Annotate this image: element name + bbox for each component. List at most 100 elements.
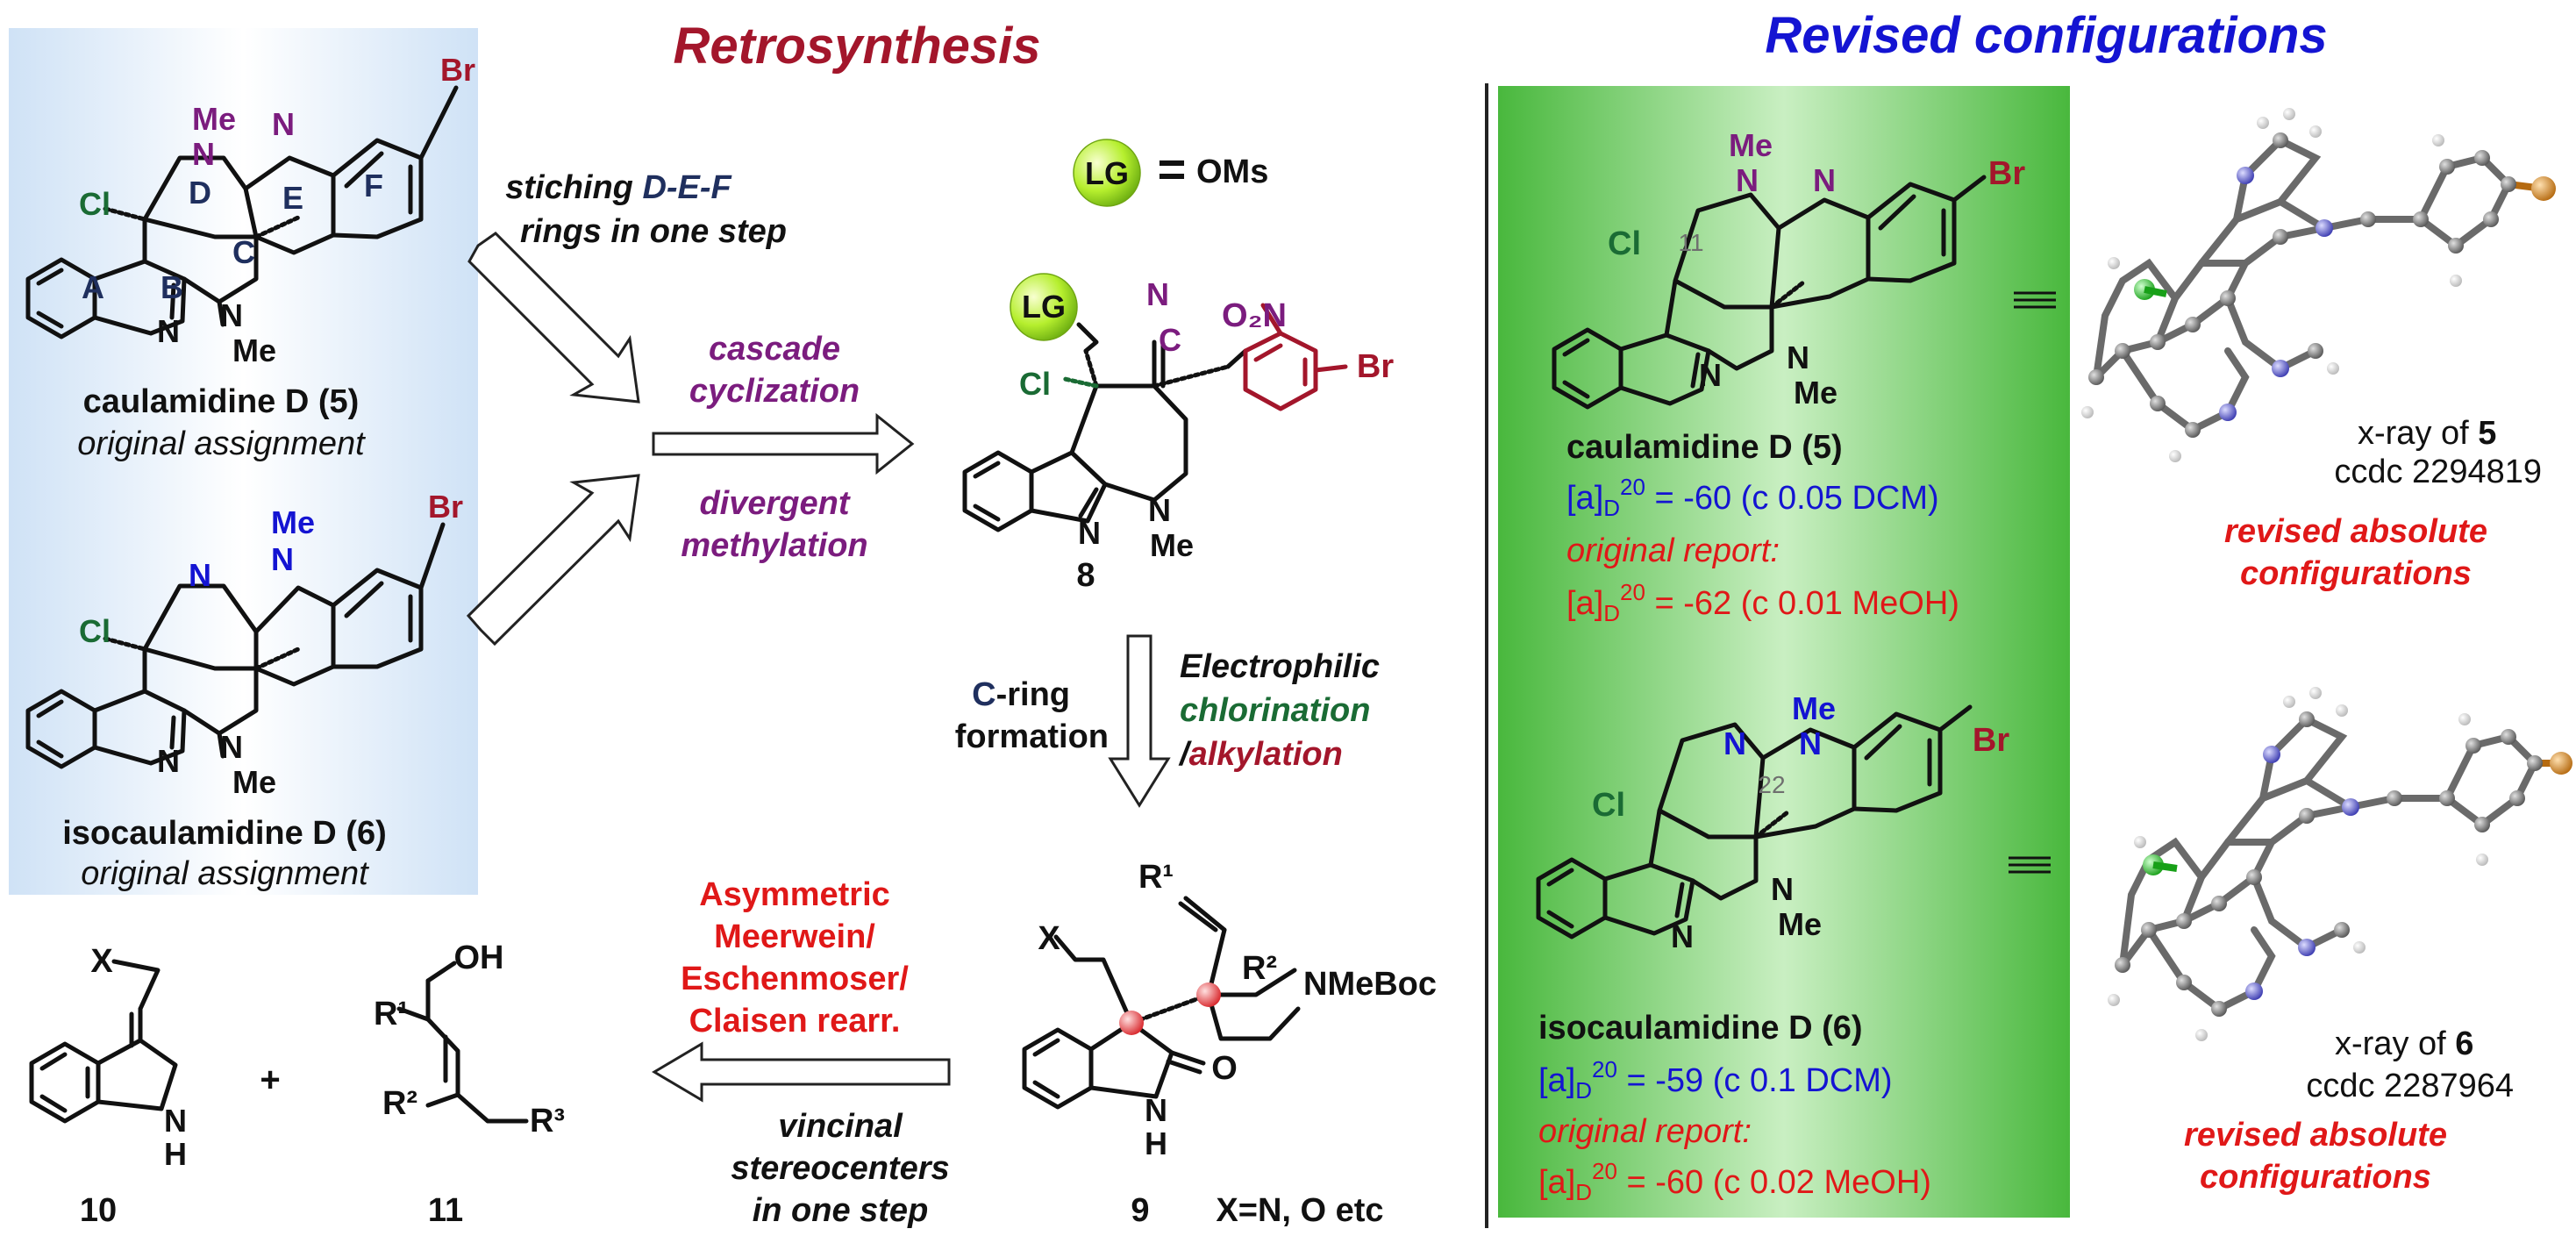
stereocenter-ball [1196, 982, 1221, 1007]
me-label: Me [192, 101, 236, 137]
isocaulamidine-6-revised-structure [1536, 704, 1973, 940]
atom [2220, 290, 2236, 306]
atom [2309, 125, 2322, 138]
caulamidine-5-revised-name: caulamidine D (5) [1566, 429, 1843, 466]
arrow-down [1108, 634, 1171, 808]
arrow-down-right [467, 232, 640, 404]
br-label: Br [440, 52, 475, 88]
atom [2439, 790, 2455, 806]
atom [2263, 746, 2280, 763]
atom [2176, 913, 2192, 929]
stitching-text-line1: stiching D-E-F [505, 169, 732, 206]
x-label: X [1038, 920, 1060, 957]
n-label: N [220, 729, 243, 765]
atom [2195, 1029, 2208, 1041]
lg-equals: = [1158, 141, 1187, 196]
atom [2176, 975, 2192, 990]
br-label: Br [1973, 722, 2009, 759]
atom [2308, 343, 2323, 359]
n-label: N [164, 1103, 187, 1139]
caulamidine-5-rotation: [a]D20 = -60 (c 0.05 DCM) [1566, 474, 1939, 521]
lg-ball [1073, 139, 1141, 207]
isocaulamidine-6-original-report-label: original report: [1538, 1113, 1752, 1150]
atom [2501, 729, 2516, 745]
lg-oms: OMs [1196, 154, 1268, 190]
caulamidine-5-original-report-value: [a]D20 = -62 (c 0.01 MeOH) [1566, 579, 1959, 626]
compound-11-number: 11 [428, 1192, 463, 1229]
n-label: N [271, 541, 294, 577]
xray-structure-5 [2081, 108, 2556, 462]
compound-9-structure [1022, 896, 1301, 1110]
n-label: N [157, 313, 180, 349]
n-label: N [1723, 725, 1746, 761]
atom [2432, 134, 2444, 146]
br-label: Br [1988, 155, 2025, 192]
caulamidine-5-revised-labels: Me N N Br Cl 11 N Me N [1608, 127, 2025, 411]
atom [2299, 711, 2315, 727]
atom [2342, 798, 2359, 816]
asymmetric-text-line3: Eschenmoser/ [681, 961, 909, 997]
n-label: N [1813, 162, 1836, 198]
compound-10-number: 10 [80, 1192, 117, 1229]
xray-5-ccdc: ccdc 2294819 [2334, 454, 2542, 490]
atom [2387, 790, 2402, 806]
atom [2115, 957, 2130, 973]
caulamidine-5-original-structure [25, 85, 459, 339]
atom [2448, 238, 2464, 254]
n-label: N [1148, 492, 1171, 528]
n-label: N [1145, 1092, 1167, 1128]
atom [2169, 450, 2181, 462]
stitching-text-line2: rings in one step [520, 213, 787, 250]
xray-6-caption-line1: revised absolute [2184, 1117, 2447, 1154]
vincinal-text-line2: stereocenters [731, 1150, 949, 1187]
r2-label: R² [1242, 950, 1277, 987]
atom [2150, 396, 2166, 411]
position-label: 22 [1758, 771, 1785, 798]
r1-label: R¹ [374, 996, 409, 1032]
atom [2465, 738, 2481, 754]
cl-label: Cl [79, 186, 111, 222]
n-label: N [1146, 276, 1169, 312]
atom [2150, 334, 2166, 350]
xray-6-ccdc: ccdc 2287964 [2306, 1068, 2514, 1104]
h-label: H [1145, 1125, 1167, 1161]
cl-label: Cl [1592, 787, 1625, 824]
atom [2211, 896, 2227, 911]
n-label: N [192, 136, 215, 172]
br-label: Br [1357, 348, 1394, 385]
revised-panel-background [1498, 86, 2070, 1218]
xray-5-label: x-ray of 5 [2358, 415, 2496, 452]
cring-text-line2: formation [955, 718, 1109, 755]
atom [2081, 406, 2094, 418]
atom [2298, 939, 2316, 956]
atom [2108, 257, 2120, 269]
atom [2299, 808, 2315, 824]
compound-8-structure [962, 303, 1348, 532]
asymmetric-text-line1: Asymmetric [699, 876, 890, 913]
atom [2476, 854, 2488, 866]
stereocenter-ball [1119, 1011, 1144, 1035]
ring-label-e: E [282, 180, 303, 216]
electrophilic-text-line1: Electrophilic [1180, 648, 1380, 685]
vincinal-text-line1: vincinal [778, 1108, 903, 1145]
isocaulamidine-6-revised-labels: Me N N Br Cl 22 N Me N [1592, 690, 2009, 954]
atom [2531, 176, 2556, 201]
atom [2450, 275, 2462, 287]
nmeboc-label: NMeBoc [1303, 966, 1437, 1003]
xray-structure-6 [2108, 687, 2572, 1041]
r2-label: R² [382, 1085, 417, 1122]
atom [2550, 752, 2572, 775]
bond [2144, 286, 2167, 297]
lg-ball-label: LG [1022, 289, 1066, 325]
atom [2185, 317, 2201, 332]
n-label: N [1771, 871, 1794, 907]
oh-label: OH [454, 940, 504, 976]
cl-label: Cl [1019, 366, 1051, 402]
atom [2134, 836, 2146, 848]
n-label: N [220, 297, 243, 333]
atom [2527, 755, 2543, 771]
atom [2108, 994, 2120, 1006]
me-label: Me [1792, 690, 1836, 726]
cl-label: Cl [79, 613, 111, 649]
compound-8-number: 8 [1076, 557, 1095, 594]
